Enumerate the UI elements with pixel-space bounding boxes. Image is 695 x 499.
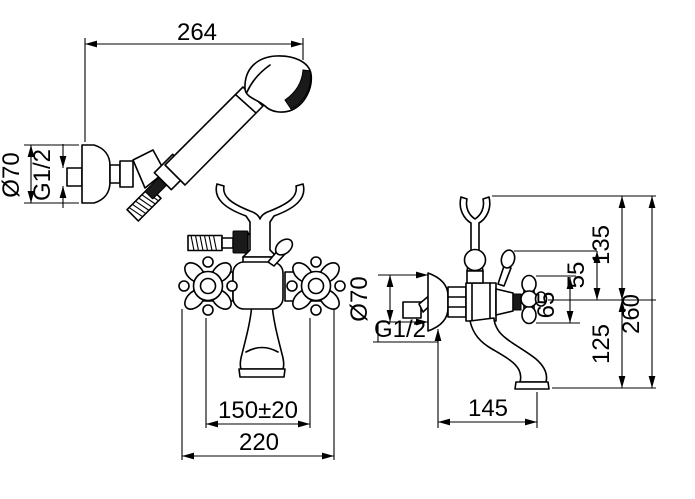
handle-seal-ring	[512, 293, 522, 311]
dim-260-label: 260	[618, 294, 645, 334]
dim-flange-diameter-left: Ø70	[0, 144, 79, 204]
bracket-flange	[81, 144, 111, 204]
union-nut	[447, 286, 467, 318]
wall-flange-side	[427, 272, 449, 332]
tub-spout-front	[238, 302, 286, 378]
shower-spray-face	[284, 69, 312, 110]
dim-65-label: 65	[533, 292, 560, 319]
bracket-thread-stub	[66, 167, 83, 187]
dim-135-label: 135	[588, 225, 615, 265]
cartridge-taper	[495, 288, 514, 316]
mixer-body-side	[465, 282, 497, 322]
front-view: 150±20 220	[178, 183, 346, 460]
dim-g12-left-label: G1/2	[29, 149, 56, 201]
front-hose-nut	[232, 230, 249, 254]
cradle-fork-side	[459, 196, 491, 284]
dim-flange-diameter-right: Ø70	[346, 271, 428, 342]
bracket-collar-2	[119, 160, 134, 188]
hand-shower-view: 264 Ø70 G1/2	[0, 19, 313, 222]
dim-thread-right: G1/2	[373, 316, 438, 343]
dim-125-label: 125	[588, 324, 615, 364]
dim-d70-right-label: Ø70	[346, 276, 373, 321]
side-reference-lines	[492, 195, 656, 389]
dim-d70-left-label: Ø70	[0, 152, 25, 197]
spout-outlet-front	[238, 368, 286, 378]
hose-stub	[221, 237, 234, 249]
diverter-knob-side	[500, 249, 516, 269]
dim-150-label: 150±20	[218, 397, 298, 424]
dim-220-label: 220	[239, 429, 279, 456]
fork-column	[466, 270, 484, 284]
bracket-collar-1	[109, 164, 121, 184]
handle-joint-line	[235, 94, 257, 114]
dim-135: 135	[588, 196, 626, 300]
shower-handle	[164, 86, 264, 186]
dim-264-label: 264	[177, 19, 217, 46]
dim-145-label: 145	[468, 395, 508, 422]
side-view: Ø70 G1/2 55 65 135 125 260	[346, 195, 656, 428]
front-hose-coupling	[187, 230, 259, 254]
dim-145: 145	[434, 329, 538, 428]
handle-arm-ball	[534, 291, 548, 307]
cradle-fork-front	[215, 183, 305, 264]
wall-bracket	[66, 144, 166, 204]
center-escutcheon	[232, 261, 284, 310]
shower-head-neck-line	[246, 64, 271, 93]
dim-264: 264	[84, 19, 304, 142]
dim-overall-width: 220	[181, 309, 335, 460]
dim-55-label: 55	[563, 262, 590, 289]
fork-ball	[463, 248, 487, 272]
cross-handle-right	[286, 256, 346, 316]
dim-g12-right-label: G1/2	[374, 316, 426, 343]
dim-125: 125	[588, 300, 626, 388]
hand-shower	[153, 55, 313, 191]
diverter-lever-side	[497, 249, 516, 287]
diverter-knob-front	[274, 238, 294, 256]
cross-handle-left	[178, 256, 238, 316]
dim-thread-left: G1/2	[29, 144, 67, 208]
cross-handle-side	[520, 274, 548, 325]
spout-outlet-side	[514, 381, 550, 390]
dim-260: 260	[618, 196, 656, 388]
tub-spout-side	[469, 317, 550, 390]
diverter-lever-front	[267, 238, 294, 267]
dim-65: 65	[533, 277, 574, 323]
dim-inlet-spacing: 150±20	[205, 318, 311, 428]
